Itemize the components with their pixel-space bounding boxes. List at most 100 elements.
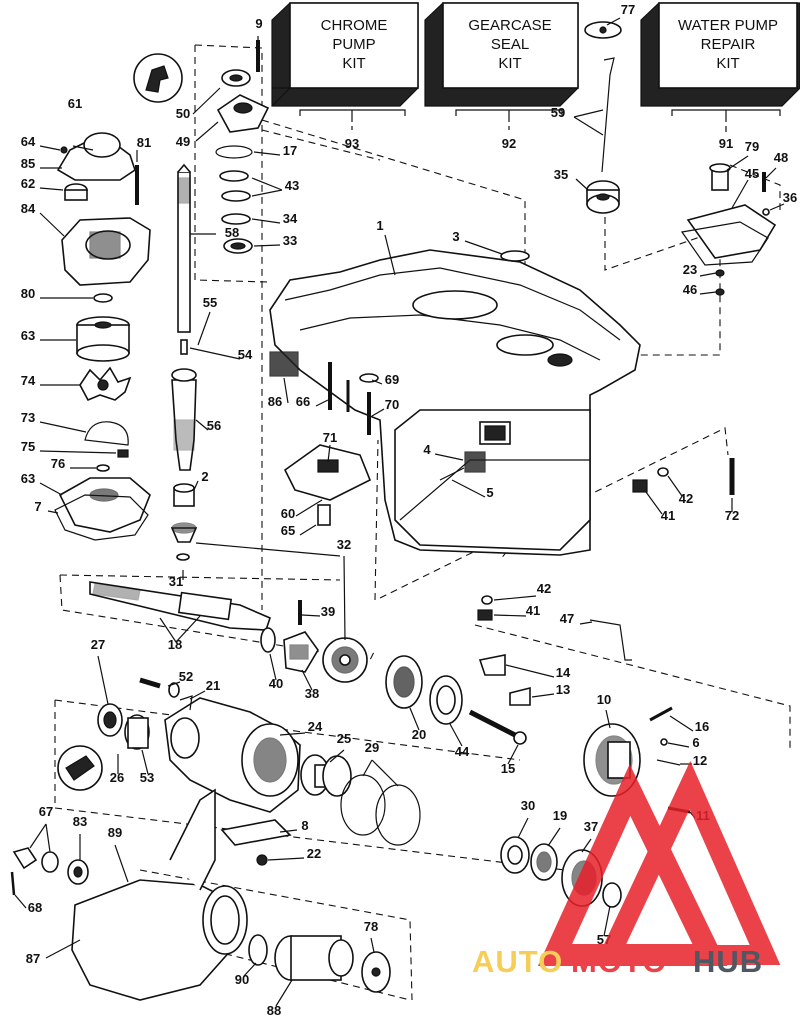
kit-number-waterpump: 91 [719, 136, 733, 151]
callout-37: 37 [584, 819, 598, 834]
callout-13: 13 [556, 682, 570, 697]
callout-12: 12 [693, 753, 707, 768]
callout-29: 29 [365, 740, 379, 755]
callout-31: 31 [169, 574, 183, 589]
callout-73: 73 [21, 410, 35, 425]
callout-49: 49 [176, 134, 190, 149]
callout-26: 26 [110, 770, 124, 785]
gearcase-seal-kit-box [424, 2, 579, 107]
callout-39: 39 [321, 604, 335, 619]
propshaft-assembly [89, 581, 691, 908]
callout-75: 75 [21, 439, 35, 454]
callout-19: 19 [553, 808, 567, 823]
callout-17: 17 [283, 143, 297, 158]
callout-66: 66 [296, 394, 310, 409]
callout-5: 5 [486, 485, 493, 500]
callout-83: 83 [73, 814, 87, 829]
callout-53: 53 [140, 770, 154, 785]
callout-45: 45 [745, 166, 759, 181]
callout-85: 85 [21, 156, 35, 171]
callout-6: 6 [692, 735, 699, 750]
callout-52: 52 [179, 669, 193, 684]
callout-78: 78 [364, 919, 378, 934]
callout-15: 15 [501, 761, 515, 776]
callout-46: 46 [683, 282, 697, 297]
callout-41: 41 [526, 603, 540, 618]
callout-2: 2 [201, 469, 208, 484]
kit-gearcase-line1: GEARCASE [468, 17, 551, 34]
gearcase-housing [269, 249, 641, 556]
callout-63: 63 [21, 471, 35, 486]
propeller-assembly [10, 788, 391, 1001]
kit-chrome-line3: KIT [342, 55, 365, 72]
callout-88: 88 [267, 1003, 281, 1018]
callout-67: 67 [39, 804, 53, 819]
water-pump-parts [54, 132, 151, 541]
callout-8: 8 [301, 818, 308, 833]
callout-7: 7 [34, 499, 41, 514]
leader-lines [14, 17, 785, 1007]
callout-41: 41 [661, 508, 675, 523]
sealant-tube-icon [57, 745, 103, 791]
kit-number-gearcase: 92 [502, 136, 516, 151]
callout-20: 20 [412, 727, 426, 742]
callout-14: 14 [556, 665, 571, 680]
callout-30: 30 [521, 798, 535, 813]
callout-65: 65 [281, 523, 295, 538]
callout-68: 68 [28, 900, 42, 915]
callout-34: 34 [283, 211, 298, 226]
kit-gearcase-line2: SEAL [491, 36, 529, 53]
callout-70: 70 [385, 397, 399, 412]
callout-33: 33 [283, 233, 297, 248]
callout-64: 64 [21, 134, 36, 149]
callout-18: 18 [168, 637, 182, 652]
callout-24: 24 [308, 719, 323, 734]
kit-labels: CHROME PUMP KIT GEARCASE SEAL KIT WATER … [321, 17, 778, 72]
callout-79: 79 [745, 139, 759, 154]
automotohub-watermark: AUTO MOTO HUB [472, 760, 781, 979]
callout-44: 44 [455, 744, 470, 759]
callout-81: 81 [137, 135, 151, 150]
kit-waterpump-line2: REPAIR [701, 36, 756, 53]
callout-50: 50 [176, 106, 190, 121]
callout-89: 89 [108, 825, 122, 840]
callout-23: 23 [683, 262, 697, 277]
driveshaft-assembly [170, 40, 270, 561]
kit-chrome-line1: CHROME [321, 17, 388, 34]
callout-43: 43 [285, 178, 299, 193]
watermark-hub: HUB [693, 944, 763, 979]
callout-84: 84 [21, 201, 36, 216]
kit-brackets [299, 109, 781, 122]
callout-76: 76 [51, 456, 65, 471]
kit-gearcase-line3: KIT [498, 55, 521, 72]
callout-32: 32 [337, 537, 351, 552]
callout-80: 80 [21, 286, 35, 301]
callout-87: 87 [26, 951, 40, 966]
callout-10: 10 [597, 692, 611, 707]
callout-69: 69 [385, 372, 399, 387]
callout-60: 60 [281, 506, 295, 521]
callout-56: 56 [207, 418, 221, 433]
callout-27: 27 [91, 637, 105, 652]
callout-48: 48 [774, 150, 788, 165]
callout-25: 25 [337, 731, 351, 746]
callout-42: 42 [679, 491, 693, 506]
callout-63: 63 [21, 328, 35, 343]
kit-chrome-line2: PUMP [332, 36, 375, 53]
watermark-auto: AUTO [472, 944, 563, 979]
kit-waterpump-line1: WATER PUMP [678, 17, 778, 34]
callout-62: 62 [21, 176, 35, 191]
callout-59: 59 [551, 105, 565, 120]
watermark-moto: MOTO [571, 944, 667, 979]
callout-36: 36 [783, 190, 797, 205]
callout-55: 55 [203, 295, 217, 310]
callout-21: 21 [206, 678, 220, 693]
callout-47: 47 [560, 611, 574, 626]
callout-77: 77 [621, 2, 635, 17]
callout-71: 71 [323, 430, 337, 445]
chrome-pump-kit-box [271, 2, 419, 107]
callout-42: 42 [537, 581, 551, 596]
